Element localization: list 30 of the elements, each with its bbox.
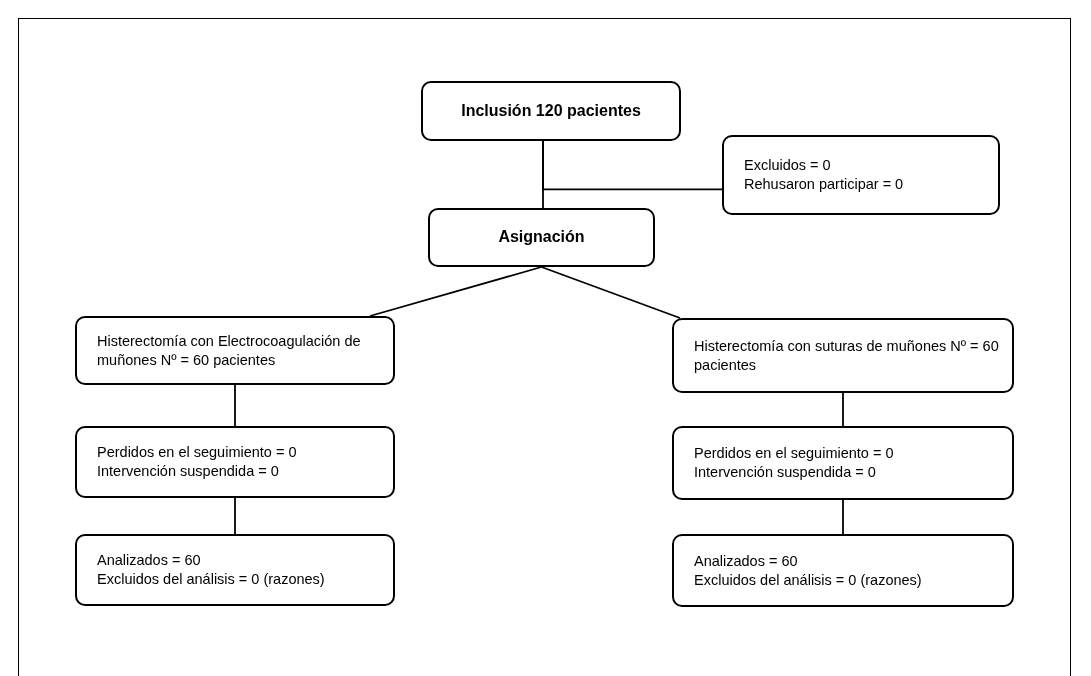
box-text: Perdidos en el seguimiento = 0 bbox=[97, 443, 297, 462]
process-box bbox=[722, 135, 1000, 215]
process-box bbox=[672, 318, 1014, 393]
connector-line bbox=[234, 497, 236, 535]
connector-line bbox=[842, 499, 844, 535]
process-box bbox=[75, 426, 395, 498]
box-text: Rehusaron participar = 0 bbox=[744, 175, 904, 194]
box-text: Perdidos en el seguimiento = 0 bbox=[694, 444, 894, 463]
box-text: Inclusión 120 pacientes bbox=[461, 100, 641, 121]
box-text: Intervención suspendida = 0 bbox=[694, 463, 876, 482]
connector-line bbox=[540, 266, 681, 319]
connector-line bbox=[369, 266, 543, 317]
box-text: Analizados = 60 bbox=[97, 551, 201, 570]
process-box bbox=[75, 316, 395, 385]
connector-line bbox=[842, 392, 844, 427]
process-box bbox=[672, 426, 1014, 500]
box-text: Intervención suspendida = 0 bbox=[97, 462, 279, 481]
connector-line bbox=[234, 384, 236, 427]
connector-line bbox=[542, 140, 723, 191]
box-text: Histerectomía con suturas de muñones Nº = 60 pacientes bbox=[694, 336, 1000, 375]
process-box bbox=[672, 534, 1014, 607]
box-text: Excluidos del análisis = 0 (razones) bbox=[97, 570, 325, 589]
box-text: Excluidos = 0 bbox=[744, 156, 831, 175]
box-text: Excluidos del análisis = 0 (razones) bbox=[694, 570, 922, 590]
process-box bbox=[75, 534, 395, 606]
box-text: Histerectomía con Electrocoagulación de muñones Nº = 60 pacientes bbox=[97, 331, 362, 370]
box-text: Asignación bbox=[498, 227, 585, 248]
process-box bbox=[428, 208, 655, 267]
process-box bbox=[421, 81, 681, 141]
box-text: Analizados = 60 bbox=[694, 551, 798, 571]
